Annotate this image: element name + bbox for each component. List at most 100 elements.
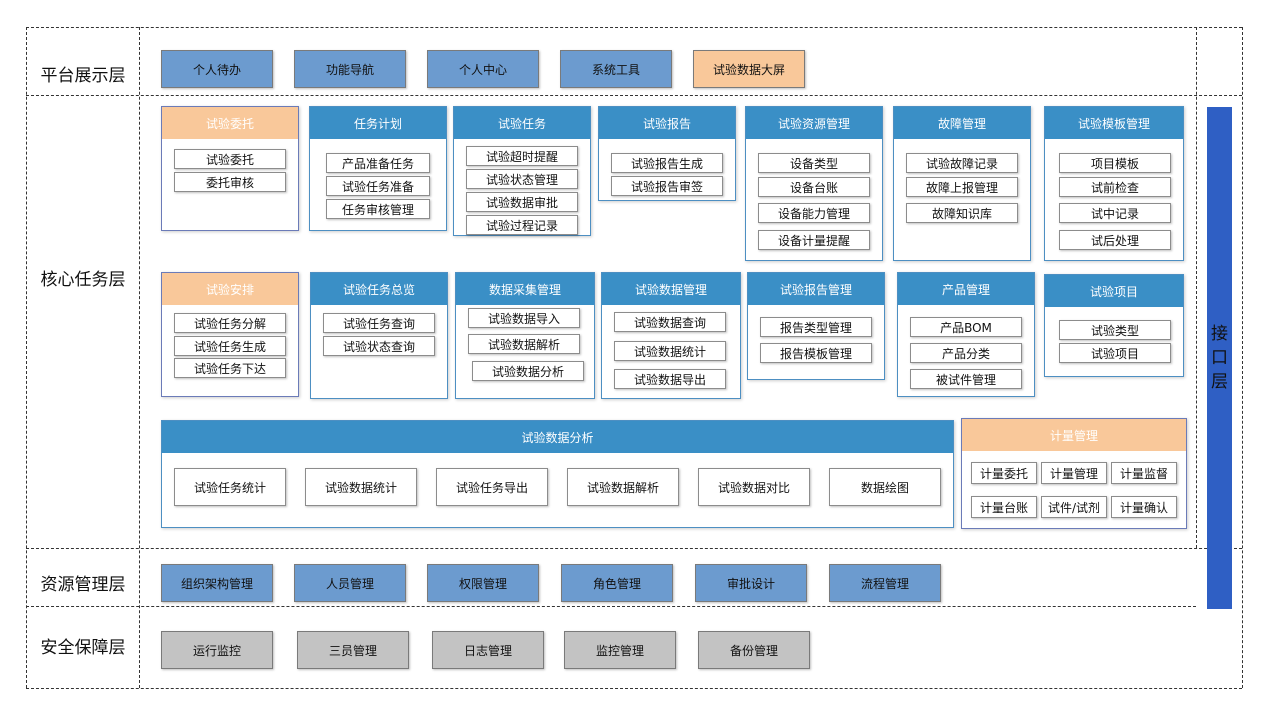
module-item[interactable]: 试验数据解析 [468, 334, 580, 354]
metrology-item[interactable]: 试件/试剂 [1041, 496, 1107, 518]
module-item[interactable]: 委托审核 [174, 172, 286, 192]
module-item[interactable]: 试验类型 [1059, 320, 1171, 340]
module-product-management: 产品管理 产品BOM 产品分类 被试件管理 [897, 272, 1035, 397]
resource-button-personnel[interactable]: 人员管理 [294, 564, 406, 602]
metrology-item[interactable]: 计量监督 [1111, 462, 1177, 484]
module-item[interactable]: 试验任务生成 [174, 336, 286, 356]
module-header: 试验委托 [162, 107, 298, 139]
module-item[interactable]: 项目模板 [1059, 153, 1171, 173]
module-item[interactable]: 试中记录 [1059, 203, 1171, 223]
platform-button-todo[interactable]: 个人待办 [161, 50, 273, 88]
module-item[interactable]: 试验数据导入 [468, 308, 580, 328]
module-item[interactable]: 试验报告审签 [611, 176, 723, 196]
platform-button-data-screen[interactable]: 试验数据大屏 [693, 50, 805, 88]
module-header: 试验项目 [1045, 275, 1183, 307]
security-button-three-admins[interactable]: 三员管理 [297, 631, 409, 669]
analysis-item[interactable]: 试验数据解析 [567, 468, 679, 506]
module-test-arrangement: 试验安排 试验任务分解 试验任务生成 试验任务下达 [161, 272, 299, 397]
frame-left [26, 27, 27, 688]
module-item[interactable]: 试验故障记录 [906, 153, 1018, 173]
module-header: 试验任务 [454, 107, 590, 139]
module-item[interactable]: 设备计量提醒 [758, 230, 870, 250]
metrology-item[interactable]: 计量确认 [1111, 496, 1177, 518]
module-item[interactable]: 试验数据分析 [472, 361, 584, 381]
module-data-analysis: 试验数据分析 试验任务统计 试验数据统计 试验任务导出 试验数据解析 试验数据对… [161, 420, 954, 528]
analysis-item[interactable]: 试验数据统计 [305, 468, 417, 506]
analysis-item[interactable]: 试验任务统计 [174, 468, 286, 506]
module-test-task: 试验任务 试验超时提醒 试验状态管理 试验数据审批 试验过程记录 [453, 106, 591, 236]
module-item[interactable]: 试验任务下达 [174, 358, 286, 378]
module-item[interactable]: 故障知识库 [906, 203, 1018, 223]
divider-core-resource [26, 548, 1242, 549]
module-item[interactable]: 产品准备任务 [326, 153, 430, 173]
module-item[interactable]: 试验超时提醒 [466, 146, 578, 166]
module-item[interactable]: 报告类型管理 [760, 317, 872, 337]
module-resource-management: 试验资源管理 设备类型 设备台账 设备能力管理 设备计量提醒 [745, 106, 883, 261]
metrology-item[interactable]: 计量台账 [971, 496, 1037, 518]
module-item[interactable]: 试验任务分解 [174, 313, 286, 333]
module-fault-management: 故障管理 试验故障记录 故障上报管理 故障知识库 [893, 106, 1031, 261]
module-item[interactable]: 被试件管理 [910, 369, 1022, 389]
module-item[interactable]: 试验数据导出 [614, 369, 726, 389]
module-header: 故障管理 [894, 107, 1030, 139]
metrology-item[interactable]: 计量委托 [971, 462, 1037, 484]
module-item[interactable]: 产品BOM [910, 317, 1022, 337]
analysis-item[interactable]: 数据绘图 [829, 468, 941, 506]
module-test-commission: 试验委托 试验委托 委托审核 [161, 106, 299, 231]
module-item[interactable]: 试验项目 [1059, 343, 1171, 363]
module-item[interactable]: 试验报告生成 [611, 153, 723, 173]
module-header: 试验报告管理 [748, 273, 884, 305]
resource-button-org[interactable]: 组织架构管理 [161, 564, 273, 602]
analysis-item[interactable]: 试验任务导出 [436, 468, 548, 506]
module-item[interactable]: 试前检查 [1059, 177, 1171, 197]
module-item[interactable]: 故障上报管理 [906, 177, 1018, 197]
module-item[interactable]: 试验数据查询 [614, 312, 726, 332]
platform-layer-label: 平台展示层 [40, 65, 126, 86]
platform-button-personal-center[interactable]: 个人中心 [427, 50, 539, 88]
interface-column-divider [1196, 27, 1197, 548]
module-header: 试验数据管理 [602, 273, 740, 305]
module-item[interactable]: 试验任务查询 [323, 313, 435, 333]
module-item[interactable]: 试验数据统计 [614, 341, 726, 361]
module-data-management: 试验数据管理 试验数据查询 试验数据统计 试验数据导出 [601, 272, 741, 399]
module-item[interactable]: 设备台账 [758, 177, 870, 197]
module-template-management: 试验模板管理 项目模板 试前检查 试中记录 试后处理 [1044, 106, 1184, 261]
platform-button-navigation[interactable]: 功能导航 [294, 50, 406, 88]
security-button-monitor-management[interactable]: 监控管理 [564, 631, 676, 669]
security-button-logs[interactable]: 日志管理 [432, 631, 544, 669]
core-layer-label: 核心任务层 [40, 269, 126, 290]
module-item[interactable]: 报告模板管理 [760, 343, 872, 363]
resource-button-approval[interactable]: 审批设计 [695, 564, 807, 602]
resource-button-permission[interactable]: 权限管理 [427, 564, 539, 602]
module-item[interactable]: 任务审核管理 [326, 199, 430, 219]
divider-platform-core [26, 95, 1242, 96]
interface-char: 接 [1211, 324, 1228, 344]
module-header: 试验模板管理 [1045, 107, 1183, 139]
interface-layer-bar: 接 口 层 [1207, 107, 1232, 609]
module-item[interactable]: 试验数据审批 [466, 192, 578, 212]
module-task-plan: 任务计划 产品准备任务 试验任务准备 任务审核管理 [309, 106, 447, 231]
module-item[interactable]: 试验过程记录 [466, 215, 578, 235]
module-metrology: 计量管理 计量委托 计量管理 计量监督 计量台账 试件/试剂 计量确认 [961, 418, 1187, 529]
module-item[interactable]: 产品分类 [910, 343, 1022, 363]
security-button-monitoring[interactable]: 运行监控 [161, 631, 273, 669]
module-item[interactable]: 试验委托 [174, 149, 286, 169]
module-header: 试验数据分析 [162, 421, 953, 453]
resource-button-role[interactable]: 角色管理 [561, 564, 673, 602]
module-item[interactable]: 试验状态查询 [323, 336, 435, 356]
interface-char: 口 [1211, 348, 1228, 368]
module-item[interactable]: 设备能力管理 [758, 203, 870, 223]
interface-char: 层 [1211, 372, 1228, 392]
module-header: 试验任务总览 [311, 273, 447, 305]
module-header: 数据采集管理 [456, 273, 594, 305]
resource-button-workflow[interactable]: 流程管理 [829, 564, 941, 602]
module-item[interactable]: 试验任务准备 [326, 176, 430, 196]
module-item[interactable]: 试验状态管理 [466, 169, 578, 189]
metrology-item[interactable]: 计量管理 [1041, 462, 1107, 484]
analysis-item[interactable]: 试验数据对比 [698, 468, 810, 506]
module-item[interactable]: 试后处理 [1059, 230, 1171, 250]
security-button-backup[interactable]: 备份管理 [698, 631, 810, 669]
platform-button-system-tools[interactable]: 系统工具 [560, 50, 672, 88]
module-test-project: 试验项目 试验类型 试验项目 [1044, 274, 1184, 377]
module-item[interactable]: 设备类型 [758, 153, 870, 173]
